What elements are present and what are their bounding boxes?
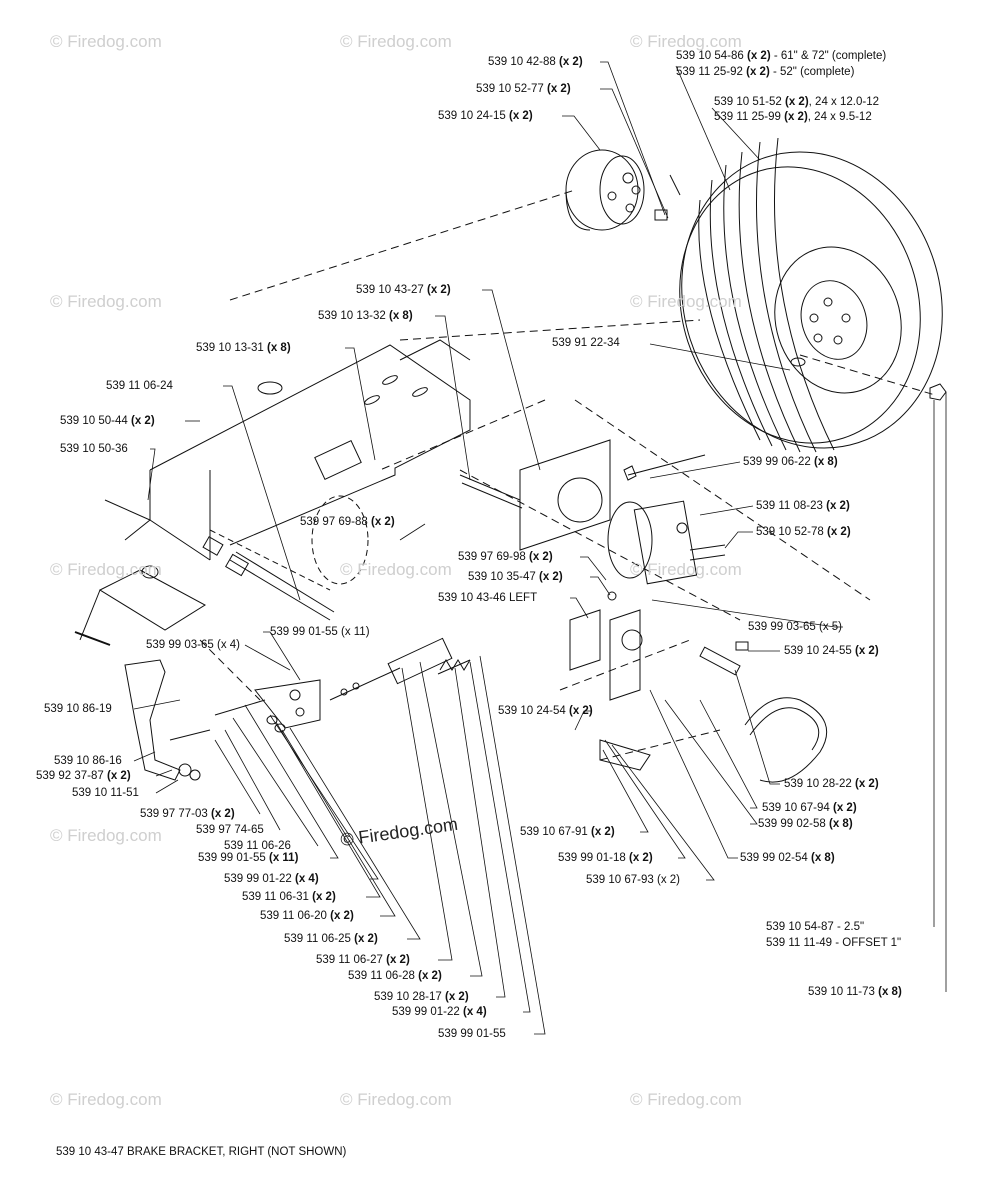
watermark: © Firedog.com [50, 826, 162, 845]
part-label: 539 97 69-98 (x 2) [458, 551, 553, 563]
watermark: © Firedog.com [630, 32, 742, 51]
part-label: 539 11 11-49 - OFFSET 1" [766, 937, 902, 949]
tire-drawing [644, 118, 980, 482]
part-label: 539 10 43-27 (x 2) [356, 284, 451, 296]
part-label: 539 11 06-24 [106, 380, 173, 392]
part-label: 539 10 13-31 (x 8) [196, 342, 291, 354]
part-label: 539 11 08-23 (x 2) [756, 500, 850, 512]
part-label: 539 10 86-19 [44, 703, 112, 715]
part-label: 539 99 03-65 (x 5) [748, 621, 842, 633]
brake-band-drawing [700, 642, 827, 782]
part-label: 539 11 06-31 (x 2) [242, 891, 336, 903]
pedal-drawing [125, 660, 210, 780]
part-label: 539 99 01-18 (x 2) [558, 852, 653, 864]
part-label: 539 10 11-51 [72, 787, 139, 799]
part-label: 539 99 01-55 (x 11) [198, 852, 299, 864]
part-label: 539 10 24-15 (x 2) [438, 110, 533, 122]
part-label: 539 11 06-26 [224, 840, 291, 852]
lug-nut-drawing [929, 383, 947, 401]
part-label: 539 99 06-22 (x 8) [743, 456, 838, 468]
part-label: 539 10 86-16 [54, 755, 122, 767]
part-label: 539 99 02-58 (x 8) [758, 818, 853, 830]
part-label: 539 99 03-65 (x 4) [146, 639, 240, 651]
watermark: © Firedog.com [340, 560, 452, 579]
linkage-drawing [215, 638, 470, 732]
part-label: 539 10 13-32 (x 8) [318, 310, 413, 322]
left-mount-drawing [75, 500, 205, 645]
part-label: 539 10 67-93 (x 2) [586, 874, 680, 886]
brake-bracket-drawing [570, 592, 650, 770]
part-label: 539 91 22-34 [552, 337, 620, 349]
watermark: © Firedog.com [50, 292, 162, 311]
part-label: 539 99 02-54 (x 8) [740, 852, 835, 864]
part-label: 539 10 51-52 (x 2), 24 x 12.0-12 [714, 96, 879, 108]
part-label: 539 97 77-03 (x 2) [140, 808, 235, 820]
part-label: 539 99 01-22 (x 4) [392, 1006, 487, 1018]
part-label: 539 10 28-17 (x 2) [374, 991, 469, 1003]
watermark: © Firedog.com [340, 1090, 452, 1109]
part-label: 539 11 06-20 (x 2) [260, 910, 354, 922]
part-label: 539 10 52-78 (x 2) [756, 526, 851, 538]
leader-lines [134, 62, 946, 1034]
part-label: 539 11 06-28 (x 2) [348, 970, 442, 982]
part-label: 539 10 28-22 (x 2) [784, 778, 879, 790]
watermark: © Firedog.com [340, 32, 452, 51]
part-label: 539 11 06-25 (x 2) [284, 933, 378, 945]
part-label: 539 10 50-36 [60, 443, 128, 455]
assembly-lines [200, 190, 935, 760]
part-label: 539 10 54-86 (x 2) - 61" & 72" (complete… [676, 50, 887, 62]
part-label: 539 97 74-65 [196, 824, 264, 836]
watermark: © Firedog.com [50, 560, 162, 579]
part-label: 539 10 11-73 (x 8) [808, 986, 902, 998]
part-label: 539 10 52-77 (x 2) [476, 83, 571, 95]
watermark: © Firedog.com [630, 1090, 742, 1109]
part-label: 539 99 01-55 [438, 1028, 506, 1040]
part-label: 539 97 69-88 (x 2) [300, 516, 395, 528]
part-label: 539 99 01-55 (x 11) [270, 626, 370, 638]
part-label: 539 10 67-94 (x 2) [762, 802, 857, 814]
part-label: 539 99 01-22 (x 4) [224, 873, 319, 885]
part-label: 539 10 42-88 (x 2) [488, 56, 583, 68]
part-label: 539 10 43-46 LEFT [438, 592, 538, 604]
part-label: 539 92 37-87 (x 2) [36, 770, 131, 782]
part-label: 539 11 25-99 (x 2), 24 x 9.5-12 [714, 111, 872, 123]
part-label: 539 10 24-54 (x 2) [498, 705, 593, 717]
shaft-drawing [142, 537, 334, 620]
part-label: 539 11 25-92 (x 2) - 52" (complete) [676, 66, 855, 78]
part-label: 539 10 24-55 (x 2) [784, 645, 879, 657]
part-label: 539 10 54-87 - 2.5" [766, 921, 865, 933]
watermark: © Firedog.com [50, 32, 162, 51]
part-label: 539 11 06-27 (x 2) [316, 954, 410, 966]
watermark: © Firedog.com [50, 1090, 162, 1109]
footnote: 539 10 43-47 BRAKE BRACKET, RIGHT (NOT S… [56, 1146, 347, 1158]
part-label: 539 10 50-44 (x 2) [60, 415, 155, 427]
watermark: © Firedog.com [630, 292, 742, 311]
watermark: © Firedog.com [630, 560, 742, 579]
motor-drawing [460, 440, 725, 584]
part-label: 539 10 67-91 (x 2) [520, 826, 615, 838]
frame-plate-drawing [150, 340, 470, 590]
hub-drawing [566, 150, 680, 230]
part-label: 539 10 35-47 (x 2) [468, 571, 563, 583]
